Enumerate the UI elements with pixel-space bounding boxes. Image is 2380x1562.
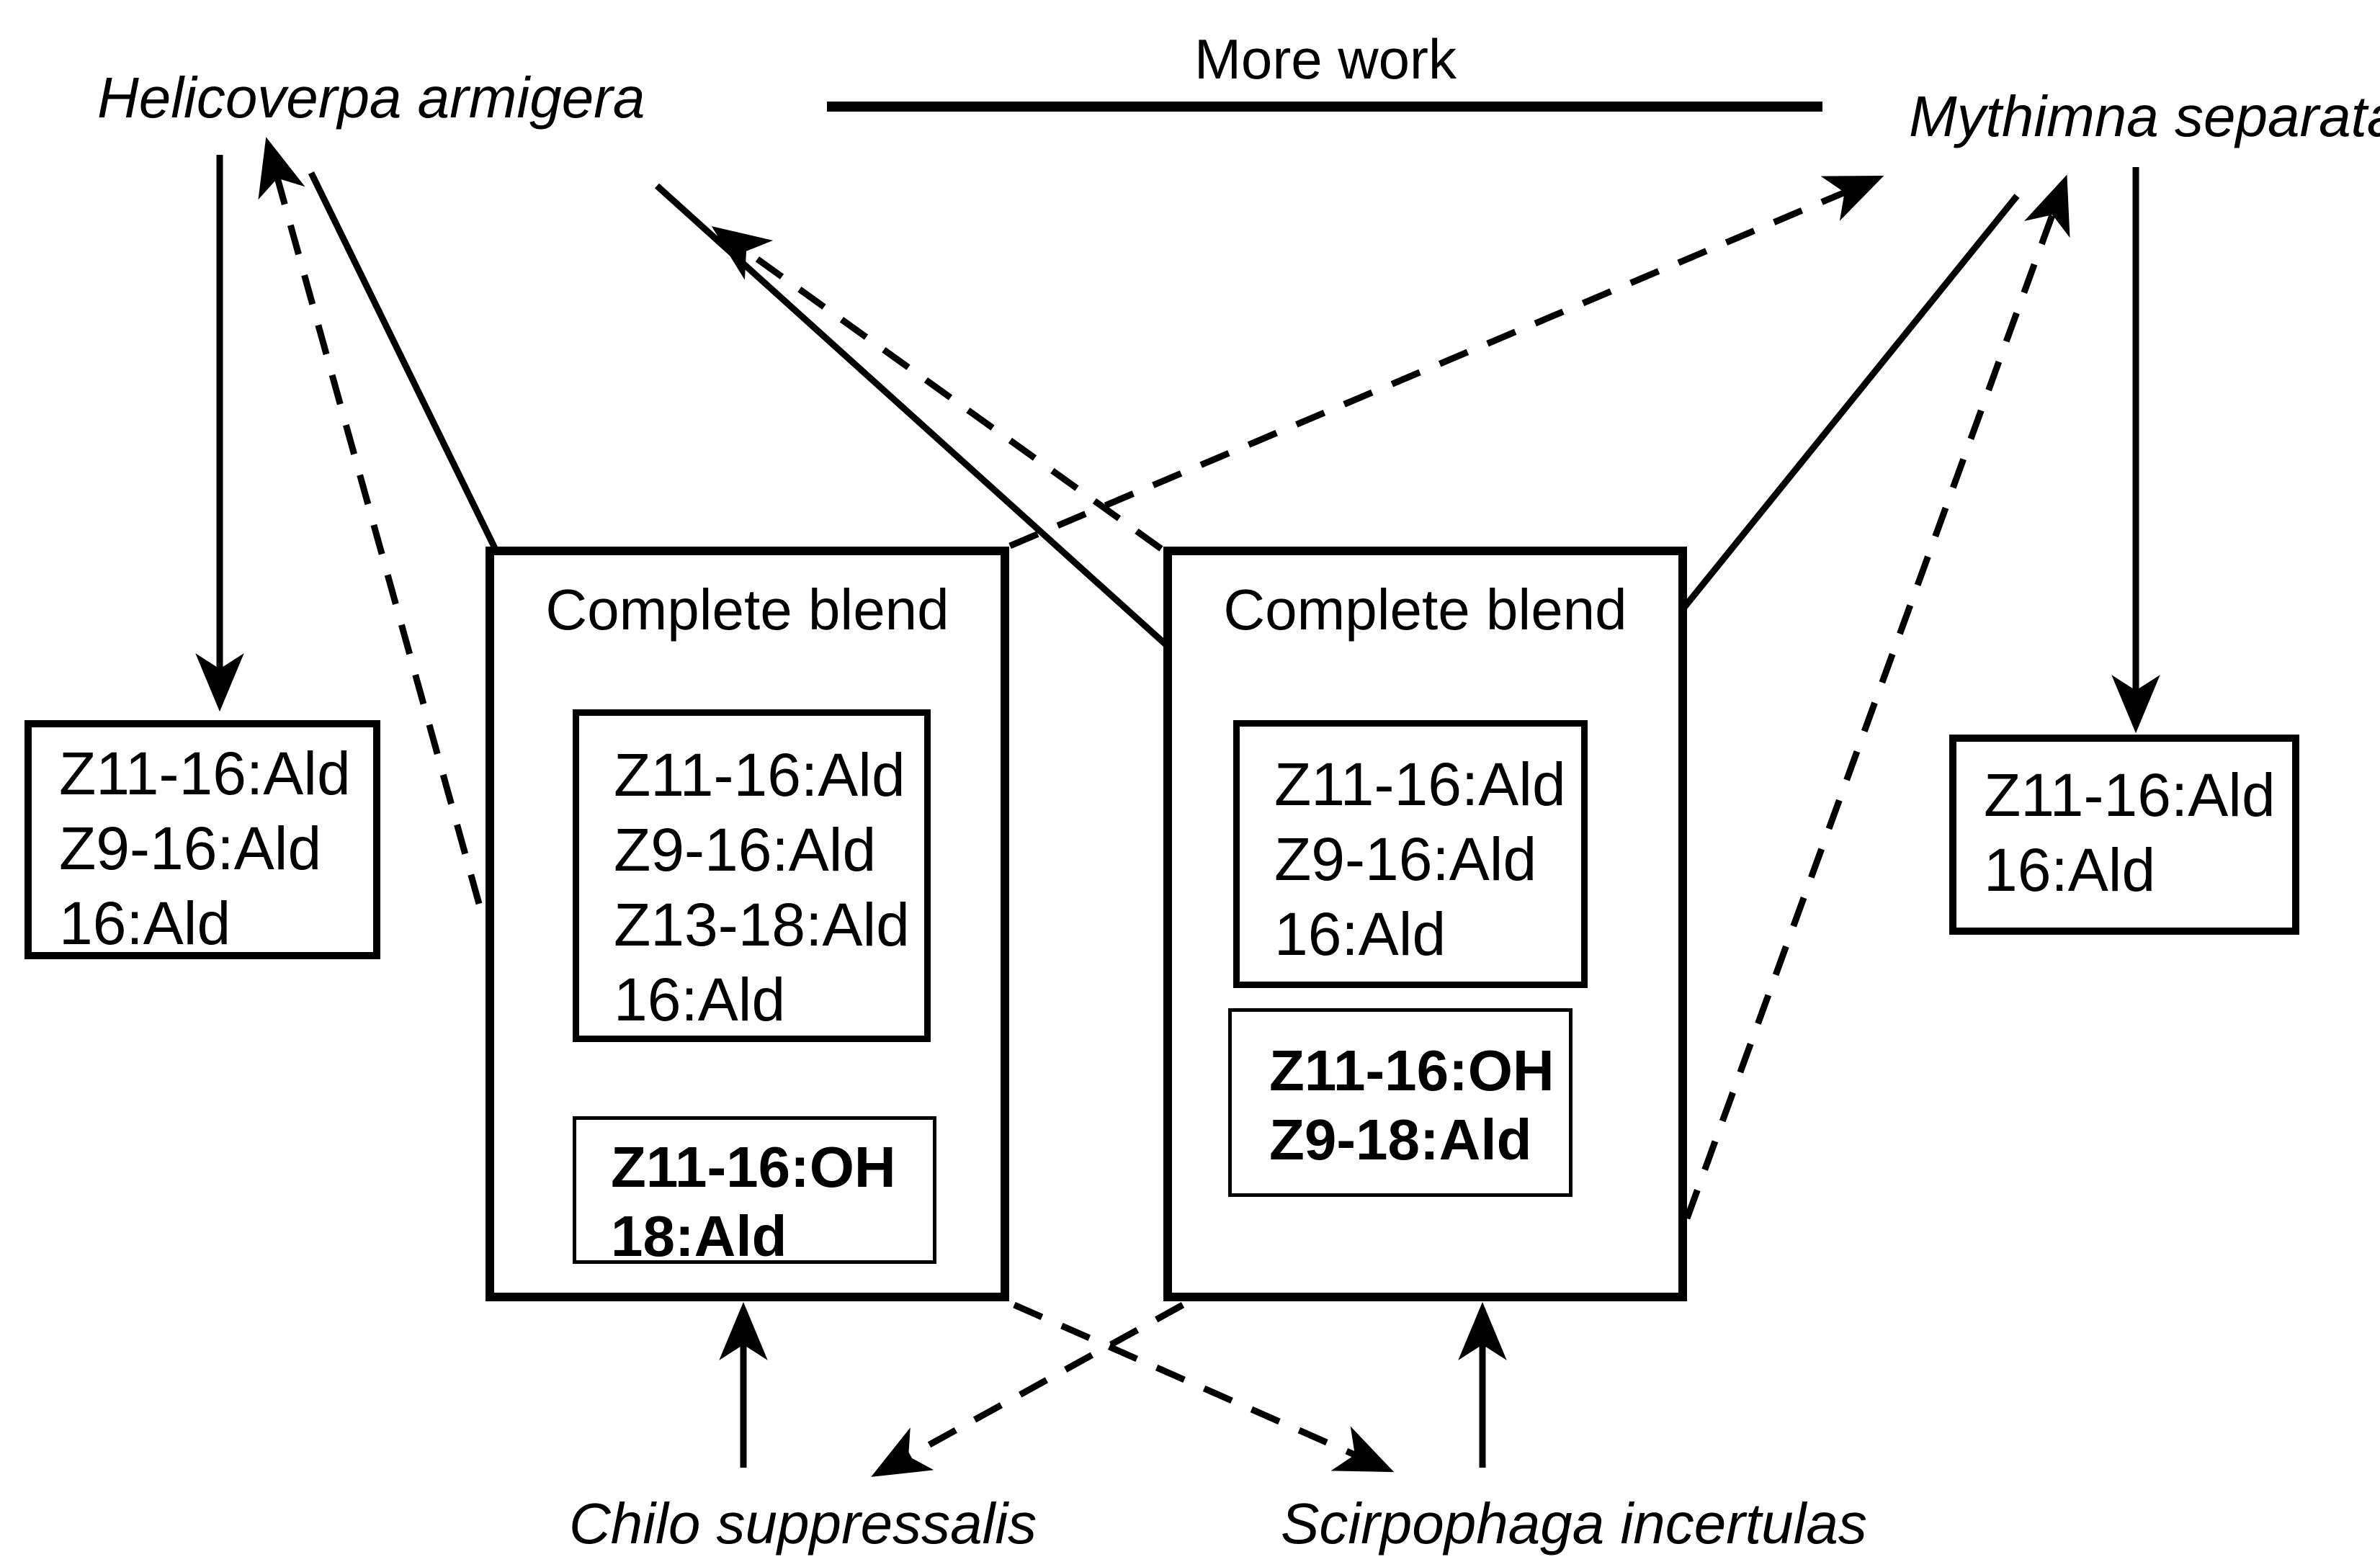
pheromone-component: Z9-16:Ald [1274, 825, 1537, 893]
left-blend-title: Complete blend [545, 578, 949, 642]
pheromone-component: Z11-16:Ald [614, 741, 905, 809]
pheromone-component: Z11-16:Ald [1274, 750, 1566, 818]
label-mythimna-separata: Mythimna separata [1909, 84, 2380, 148]
mythimna-components-box: Z11-16:Ald 16:Ald [1949, 735, 2299, 935]
pheromone-component: Z9-16:Ald [614, 816, 877, 884]
left-blend-minor-components-box: Z11-16:OH 18:Ald [573, 1116, 936, 1268]
dashed-arrow-left-blend-to-helicoverpa [258, 137, 483, 905]
right-blend-title: Complete blend [1223, 578, 1627, 642]
left-blend-main-components-box: Z11-16:Ald Z9-16:Ald Z13-18:Ald 16:Ald [573, 709, 931, 1042]
dashed-arrow-left-blend-to-scirpophaga [1013, 1301, 1395, 1473]
pheromone-component: Z13-18:Ald [614, 891, 910, 959]
pheromone-component: 16:Ald [614, 966, 786, 1033]
pheromone-component: Z11-16:Ald [1984, 761, 2276, 829]
label-helicoverpa-armigera: Helicoverpa armigera [97, 66, 645, 130]
pheromone-component-bold: Z11-16:OH [1269, 1038, 1554, 1103]
pheromone-component: Z9-16:Ald [59, 814, 322, 882]
pheromone-component: Z11-16:Ald [59, 740, 351, 807]
pheromone-component: 16:Ald [1274, 900, 1446, 968]
dashed-arrow-right-blend-to-chilo [871, 1302, 1185, 1477]
dashed-arrow-left-blend-to-mythimna [1008, 175, 1884, 549]
right-blend-minor-components-box: Z11-16:OH Z9-18:Ald [1228, 1008, 1572, 1197]
pheromone-component: 16:Ald [59, 889, 231, 957]
label-scirpophaga-incertulas: Scirpophaga incertulas [1281, 1491, 1867, 1556]
label-chilo-suppressalis: Chilo suppressalis [569, 1491, 1037, 1556]
helicoverpa-components-box: Z11-16:Ald Z9-16:Ald 16:Ald [24, 720, 380, 959]
right-blend-main-components-box: Z11-16:Ald Z9-16:Ald 16:Ald [1233, 720, 1588, 988]
label-more-work: More work [1194, 27, 1457, 91]
pheromone-component-bold: Z9-18:Ald [1269, 1108, 1532, 1172]
pheromone-component: 16:Ald [1984, 836, 2156, 904]
pheromone-component-bold: Z11-16:OH [611, 1135, 896, 1199]
dashed-arrow-right-blend-to-helicoverpa [711, 226, 1163, 552]
pheromone-component-bold: 18:Ald [611, 1204, 787, 1268]
dashed-arrow-right-blend-to-mythimna [1683, 174, 2070, 1220]
